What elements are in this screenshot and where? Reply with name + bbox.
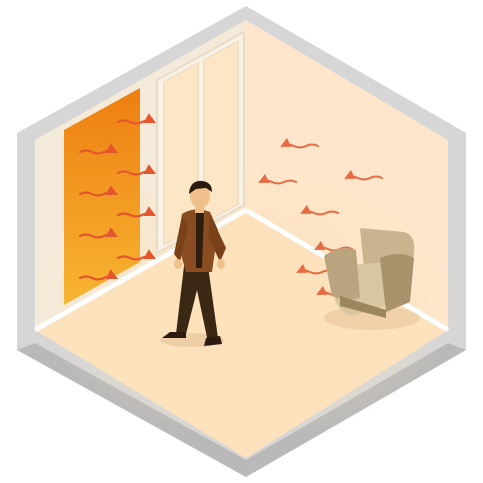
person-hand-right	[217, 259, 225, 269]
person-hand-left	[174, 259, 182, 269]
